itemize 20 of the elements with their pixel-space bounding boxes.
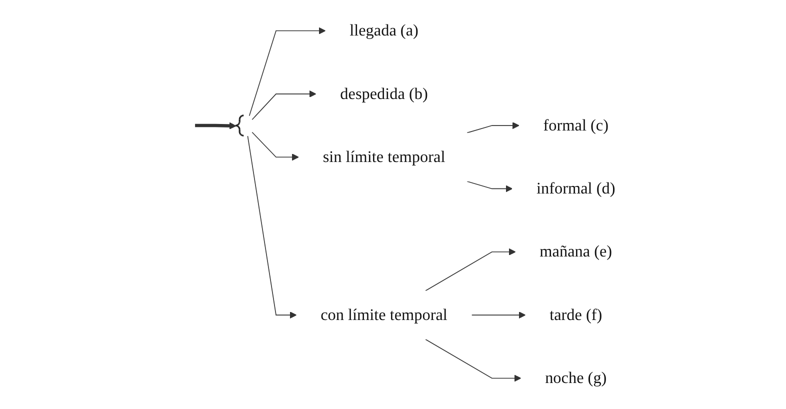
node-text: informal (d) (536, 180, 616, 198)
arrow (466, 181, 513, 192)
arrow (248, 27, 326, 116)
node-text: despedida (b) (340, 85, 428, 103)
node-text: sin límite temporal (322, 148, 446, 166)
node-text: llegada (a) (350, 22, 418, 40)
node-text: tarde (f) (550, 306, 602, 324)
arrow (195, 122, 236, 130)
node-brace (234, 114, 244, 136)
node-text: mañana (e) (540, 242, 612, 261)
arrow (252, 132, 299, 161)
arrow (425, 248, 516, 292)
node-text: noche (g) (545, 369, 607, 388)
arrow (471, 312, 526, 319)
node-text: formal (c) (543, 116, 608, 134)
arrow (247, 136, 297, 319)
node-text: con límite temporal (320, 306, 448, 324)
arrow (425, 338, 522, 382)
arrow (466, 122, 520, 134)
arrow (252, 90, 316, 120)
